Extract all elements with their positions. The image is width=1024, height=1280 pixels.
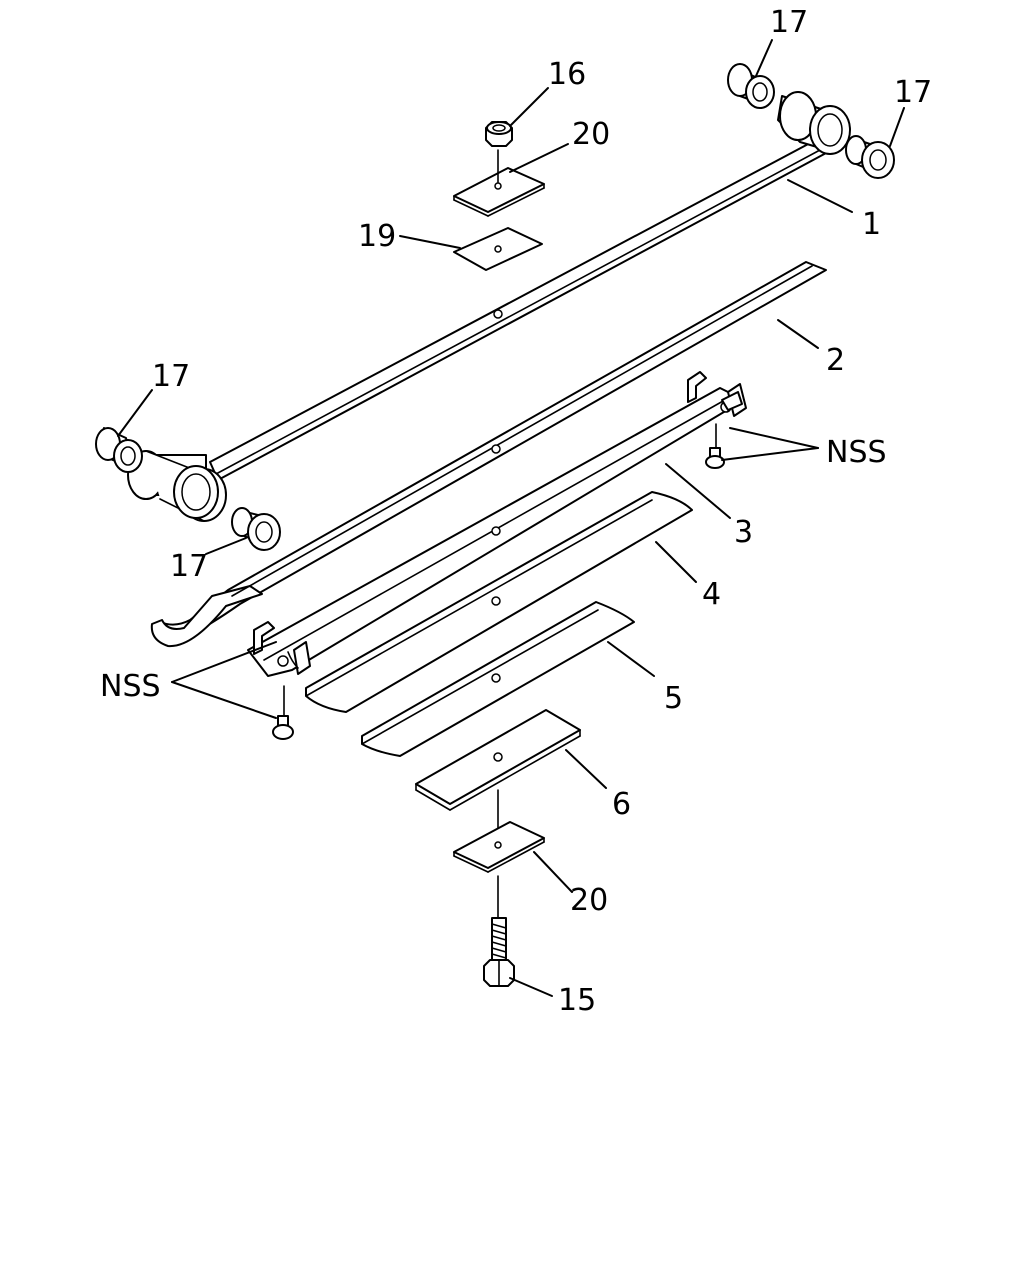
nss-rivet-left (272, 685, 294, 740)
leaf-part-4 (305, 491, 693, 713)
callout-19: 19 (358, 219, 396, 254)
bushing-part-17-bottom (231, 507, 281, 551)
leaf-part-6 (415, 709, 581, 811)
right-rebound-clip (687, 371, 747, 417)
leaf-part-3 (247, 371, 747, 677)
callout-6: 6 (612, 787, 631, 822)
leaf-part-2 (150, 261, 827, 648)
callout-3: 3 (734, 515, 753, 550)
pad-part-19 (453, 227, 543, 271)
callout-16: 16 (548, 57, 586, 92)
left-rebound-clip (253, 621, 311, 675)
callout-nss-left: NSS (100, 669, 161, 704)
callout-5: 5 (664, 681, 683, 716)
callout-20-bottom: 20 (570, 883, 608, 918)
nut-part-16 (485, 121, 513, 147)
leaf-part-5 (361, 601, 635, 757)
bushing-part-17-left (95, 427, 143, 473)
center-bolt-part-15 (483, 875, 515, 987)
bushing-part-17-top (727, 63, 775, 109)
plate-part-20-bottom (453, 789, 545, 873)
plate-part-20-top (453, 149, 545, 217)
callout-17-top: 17 (770, 5, 808, 40)
main-leaf-part-1 (127, 91, 851, 522)
nss-rivet-right (705, 423, 725, 469)
right-spring-eye (777, 91, 851, 155)
callout-17-right: 17 (894, 75, 932, 110)
callout-17-bottom: 17 (170, 549, 208, 584)
callout-1: 1 (862, 207, 881, 242)
callout-17-left: 17 (152, 359, 190, 394)
bushing-part-17-right (845, 135, 895, 179)
callout-2: 2 (826, 343, 845, 378)
callout-15: 15 (558, 983, 596, 1018)
callout-4: 4 (702, 577, 721, 612)
left-spring-eye (127, 450, 227, 522)
callout-20-top: 20 (572, 117, 610, 152)
callout-nss-right: NSS (826, 435, 887, 470)
callout-labels: 17 16 17 20 1 19 2 17 NSS 3 17 4 NSS 5 6… (100, 5, 932, 1018)
leader-lines (117, 39, 905, 997)
